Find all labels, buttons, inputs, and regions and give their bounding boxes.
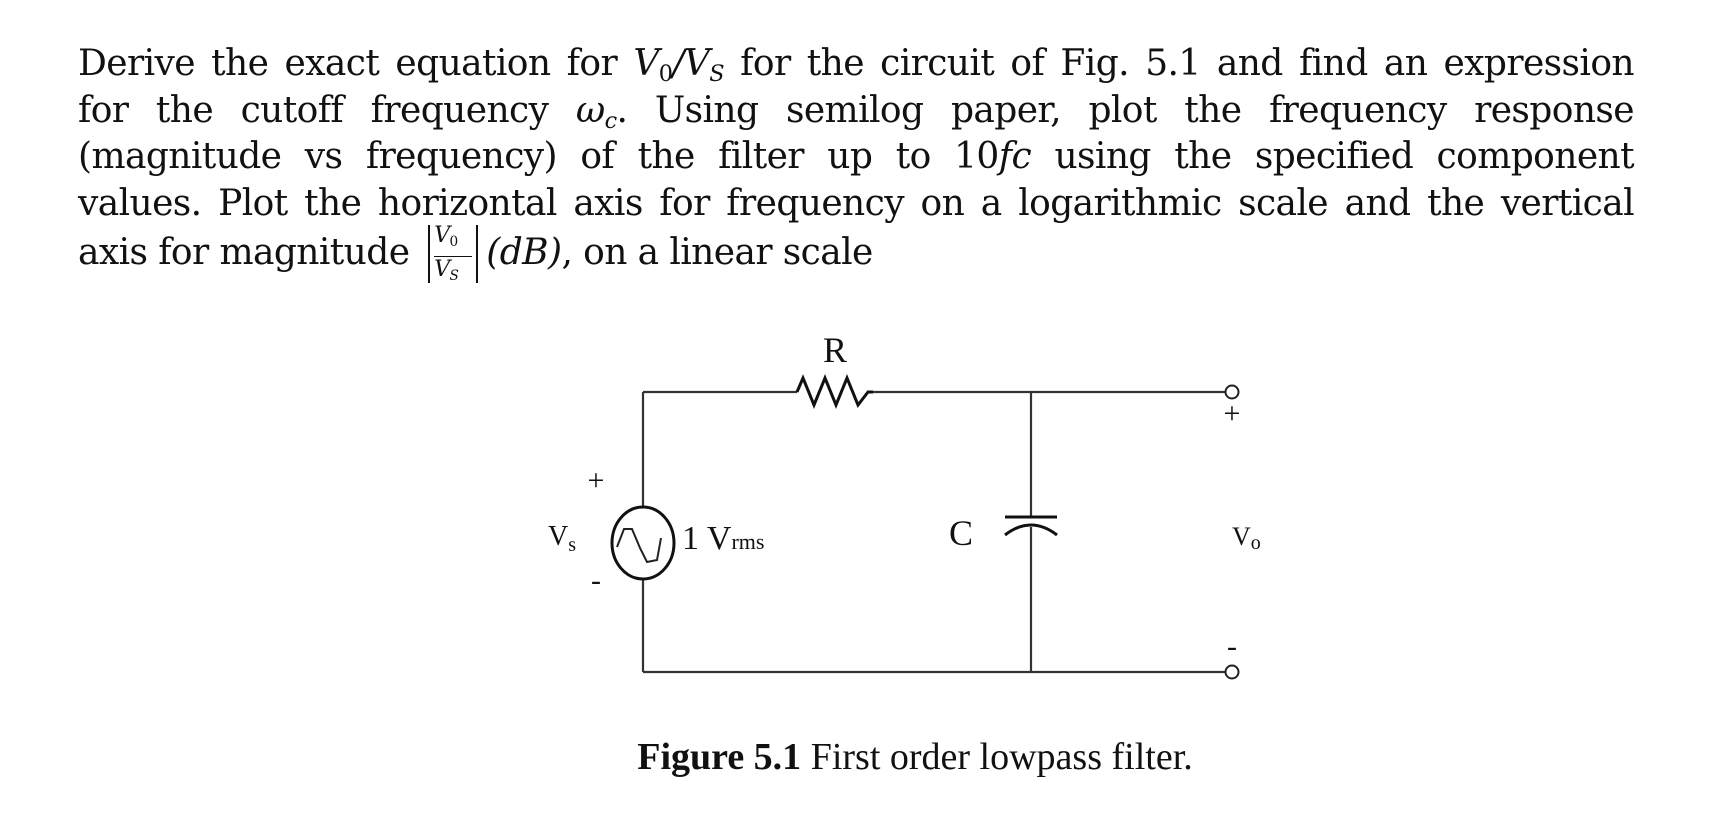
text: , on a linear scale [561, 232, 873, 273]
figure-title: First order lowpass filter. [801, 736, 1193, 778]
source-minus-sign: - [591, 564, 601, 597]
problem-statement: Derive the exact equation for V0/VS for … [78, 41, 1635, 284]
problem-line-2: for the cutoff frequency ωc. Using semil… [78, 88, 1635, 135]
text: values. Plot the horizontal axis for fre… [78, 182, 1635, 224]
text: Derive the exact equation for [78, 43, 634, 84]
output-terminal-positive [1224, 384, 1240, 400]
figure-number: Figure 5.1 [637, 736, 802, 778]
text: using the specified component [1031, 136, 1634, 177]
text: . Using semilog paper, plot the frequenc… [616, 89, 1635, 131]
problem-line-3: (magnitude vs frequency) of the filter u… [78, 134, 1635, 181]
figure-caption: Figure 5.1 First order lowpass filter. [0, 735, 1710, 779]
capacitor-label: C [949, 513, 973, 553]
abs-bar-left [428, 225, 431, 283]
fraction-numerator: V0 [434, 223, 473, 257]
sine-wave-icon [616, 528, 662, 564]
omega-c-symbol: ωc [575, 89, 617, 134]
text: for the cutoff frequency [78, 89, 576, 131]
output-minus-sign: - [1227, 630, 1237, 663]
v0-symbol: V0 [633, 43, 673, 88]
resistor-label: R [823, 330, 847, 370]
fraction-denominator: VS [434, 256, 459, 284]
abs-bar-right [476, 225, 479, 283]
ac-source-symbol [610, 505, 676, 581]
output-label: Vo [1232, 522, 1261, 554]
source-label: Vs [548, 521, 576, 556]
vs-symbol: VS [683, 43, 725, 88]
text: axis for magnitude [78, 232, 421, 273]
output-plus-sign: + [1224, 397, 1241, 430]
resistor-symbol [795, 374, 873, 409]
slash: / [672, 43, 684, 84]
capacitor-symbol [1004, 515, 1058, 537]
source-value: 1 Vrms [682, 520, 764, 557]
problem-line-1: Derive the exact equation for V0/VS for … [78, 41, 1635, 88]
ten-fc-symbol: 10fc [954, 136, 1032, 177]
output-terminal-negative [1224, 664, 1240, 680]
db-unit: (dB) [486, 232, 562, 273]
source-plus-sign: + [588, 464, 605, 497]
text: (magnitude vs frequency) of the filter u… [78, 136, 955, 177]
text: for the circuit of Fig. 5.1 and find an … [723, 43, 1635, 84]
problem-line-4: values. Plot the horizontal axis for fre… [78, 181, 1635, 228]
